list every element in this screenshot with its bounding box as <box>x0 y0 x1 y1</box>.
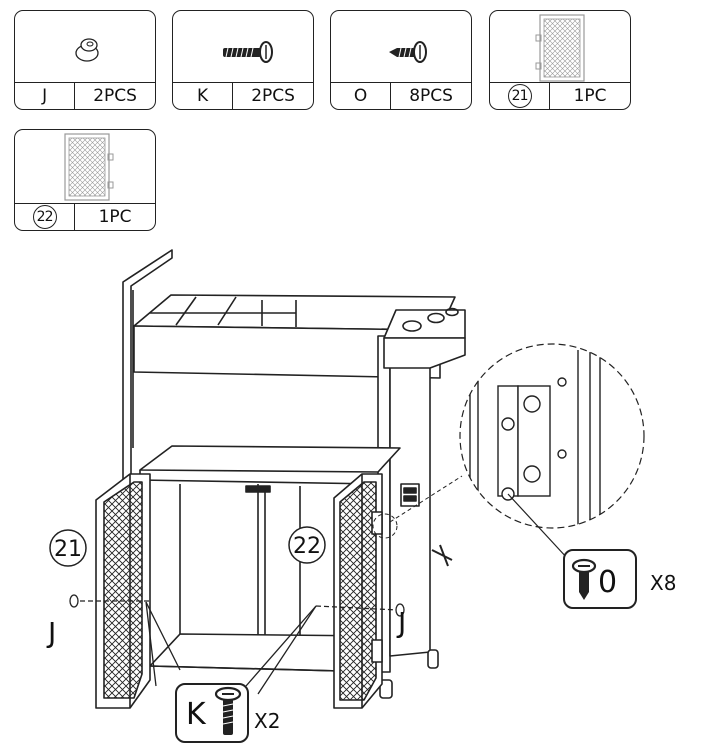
cart-lower-cabinet <box>149 484 379 673</box>
part-id-21: 21 <box>507 84 532 108</box>
part-box-o: O 8PCS <box>330 10 472 110</box>
hinge-zoom-detail <box>372 343 645 573</box>
part-box-22: 22 1PC <box>14 129 156 231</box>
part-qty-22: 1PC <box>74 204 155 230</box>
svg-text:K: K <box>186 697 207 732</box>
door-21-icon <box>535 14 585 82</box>
part-id-o: O <box>353 86 368 106</box>
cart-top-tray <box>133 294 456 379</box>
short-screw-icon <box>389 41 427 63</box>
part-box-j: J 2PCS <box>14 10 156 110</box>
door-22-icon <box>64 133 114 201</box>
part-box-k: K 2PCS <box>172 10 314 110</box>
svg-text:0: 0 <box>598 565 617 600</box>
svg-text:21: 21 <box>54 537 82 562</box>
part-qty-j: 2PCS <box>74 83 155 109</box>
long-screw-icon <box>223 41 273 63</box>
cart-right-panel <box>377 335 431 673</box>
svg-text:22: 22 <box>293 534 321 559</box>
part-box-21: 21 1PC <box>489 10 631 110</box>
part-id-22: 22 <box>32 205 57 229</box>
knob-icon <box>75 38 99 62</box>
callout-screw-o: 0 <box>563 549 637 609</box>
part-qty-k: 2PCS <box>232 83 313 109</box>
screw-o-qty: X8 <box>650 571 676 595</box>
short-screw-icon <box>571 558 597 600</box>
screw-k-qty: X2 <box>254 709 280 733</box>
part-qty-o: 8PCS <box>390 83 471 109</box>
part-id-k: K <box>197 86 209 106</box>
door-22 <box>333 473 383 709</box>
dryer-holder <box>383 307 466 369</box>
callout-screw-k: K <box>175 683 249 743</box>
door-21 <box>95 473 151 709</box>
callout-22: 22 <box>288 526 326 564</box>
part-qty-21: 1PC <box>549 83 630 109</box>
long-screw-icon <box>214 686 242 735</box>
part-id-j: J <box>42 86 48 106</box>
callout-21: 21 <box>49 529 87 567</box>
power-strip <box>400 483 453 567</box>
label-j-left: J <box>46 616 56 649</box>
label-j-right: J <box>396 606 406 639</box>
